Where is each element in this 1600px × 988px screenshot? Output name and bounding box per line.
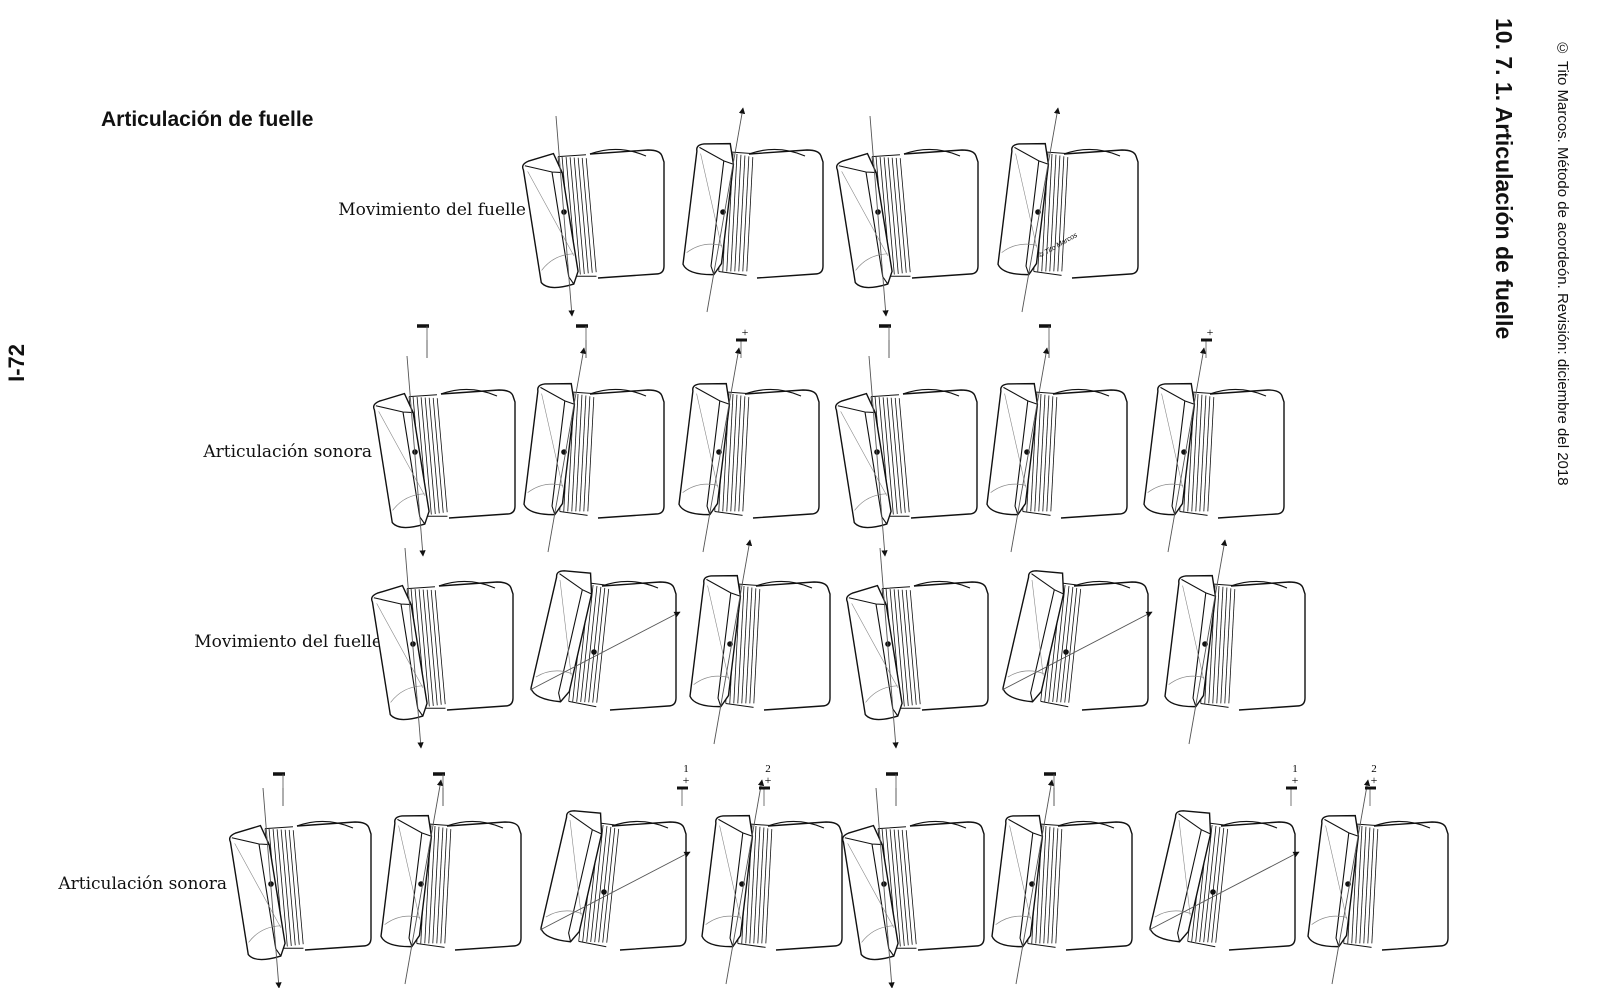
- row-label-articulacion-2: Articulación sonora: [58, 874, 227, 894]
- accordion-figure: [845, 547, 989, 749]
- accordion-figure: [1143, 347, 1285, 553]
- accordion-figure: [521, 115, 665, 317]
- svg-text:+: +: [765, 773, 772, 787]
- accordion-figure: [682, 107, 824, 313]
- articulation-mark: [886, 772, 898, 806]
- articulation-mark: +1: [1286, 763, 1299, 806]
- accordion-figure: [997, 107, 1139, 313]
- mark-number: 2: [1371, 763, 1377, 775]
- accordion-figure: [841, 787, 985, 988]
- section-title: Articulación de fuelle: [101, 108, 314, 131]
- accordion-figure: [1148, 810, 1300, 951]
- svg-text:+: +: [1292, 773, 1299, 787]
- svg-text:+: +: [1371, 773, 1378, 787]
- accordion-figure: [1164, 539, 1306, 745]
- accordion-figure: [228, 787, 372, 988]
- articulation-mark: [879, 324, 891, 358]
- accordion-figure: [678, 347, 820, 553]
- accordion-figure: [689, 539, 831, 745]
- accordion-figure: [539, 810, 691, 951]
- accordion-figure: [1001, 570, 1153, 711]
- articulation-mark: [273, 772, 285, 806]
- accordion-figure: [986, 347, 1128, 553]
- articulation-mark: +1: [677, 763, 690, 806]
- accordion-figure: [991, 779, 1133, 985]
- svg-text:+: +: [742, 325, 749, 339]
- accordion-figure: [523, 347, 665, 553]
- mark-number: 1: [1292, 763, 1298, 775]
- accordion-figure: [834, 355, 978, 557]
- copyright-line: © Tito Marcos. Método de acordeón. Revis…: [1554, 40, 1571, 486]
- row-label-movimiento-1: Movimiento del fuelle: [338, 200, 526, 220]
- articulation-mark: +2: [759, 763, 772, 806]
- accordion-figure: [370, 547, 514, 749]
- articulation-mark: +: [1201, 325, 1214, 358]
- articulation-mark: [1039, 324, 1051, 358]
- accordion-figure: [835, 115, 979, 317]
- page-heading: 10. 7. 1. Articulación de fuelle: [1491, 18, 1517, 340]
- mark-number: 1: [683, 763, 689, 775]
- accordion-figure: [1307, 779, 1449, 985]
- svg-text:+: +: [683, 773, 690, 787]
- articulation-mark: [417, 324, 429, 358]
- articulation-mark: [433, 772, 445, 806]
- articulation-mark: +2: [1365, 763, 1378, 806]
- accordion-figure: [529, 570, 681, 711]
- accordion-figure: [380, 779, 522, 985]
- svg-text:+: +: [1207, 325, 1214, 339]
- articulation-mark: [1044, 772, 1056, 806]
- mark-number: 2: [765, 763, 771, 775]
- articulation-mark: [576, 324, 588, 358]
- accordion-figure: [701, 779, 843, 985]
- row-label-articulacion-1: Articulación sonora: [203, 442, 372, 462]
- accordion-figure: [372, 355, 516, 557]
- row-label-movimiento-2: Movimiento del fuelle: [194, 632, 382, 652]
- articulation-mark: +: [736, 325, 749, 358]
